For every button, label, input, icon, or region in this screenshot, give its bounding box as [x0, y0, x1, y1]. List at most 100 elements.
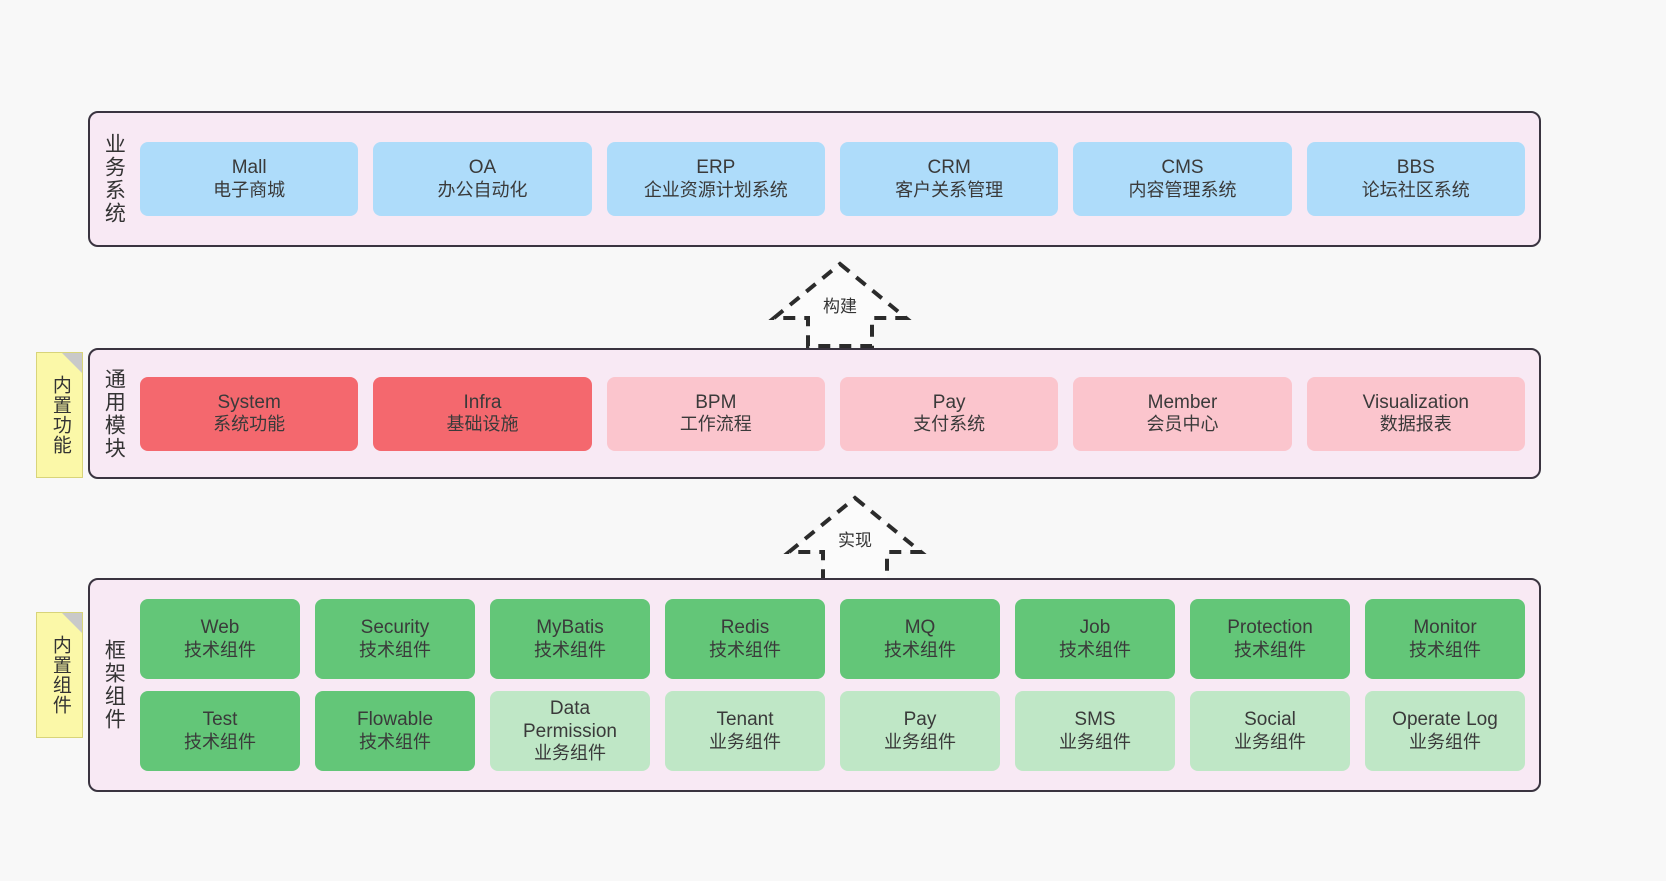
cell-title-cn: 客户关系管理: [895, 179, 1004, 200]
cell-title-cn: 基础设施: [446, 414, 519, 435]
cell-title-en: Mall: [231, 157, 267, 179]
cell-title-cn: 业务组件: [1059, 731, 1131, 752]
cell-title-en: Infra: [463, 391, 502, 413]
cell-title-en: Pay: [903, 709, 937, 731]
cell-title-en: MQ: [904, 617, 936, 639]
cell-title-cn: 业务组件: [1409, 731, 1481, 752]
cell-title-en: Pay: [932, 391, 966, 413]
cell-title-en: BBS: [1396, 157, 1435, 179]
cell-title-en: Social: [1244, 709, 1296, 731]
arrow-realize: 实现: [775, 492, 935, 584]
cell-title-cn: 业务组件: [709, 731, 781, 752]
cell-title-en: ERP: [696, 157, 736, 179]
cell-title-en: CMS: [1161, 157, 1204, 179]
cell-title-en: System: [217, 391, 281, 413]
cell-title-cn: 企业资源计划系统: [643, 179, 788, 200]
layer-title-business: 业务系统: [102, 133, 126, 225]
note-builtin-features: 内置功能: [36, 352, 83, 478]
cell-title-en: Monitor: [1413, 617, 1477, 639]
cell-title-en: OA: [468, 157, 497, 179]
cell-title-cn: 论坛社区系统: [1361, 179, 1470, 200]
arrow-build-label: 构建: [823, 297, 857, 316]
cell-title-en: Operate Log: [1392, 709, 1498, 731]
cell-title-en: Protection: [1227, 617, 1313, 639]
cell-title-en: Member: [1147, 391, 1218, 413]
cell-title-cn: 办公自动化: [437, 179, 528, 200]
arrow-realize-label: 实现: [838, 531, 872, 550]
cell-title-cn: 技术组件: [1234, 639, 1306, 660]
cell-title-cn: 电子商城: [213, 179, 286, 200]
cell-title-cn: 业务组件: [884, 731, 956, 752]
cell-title-cn: 技术组件: [1409, 639, 1481, 660]
cell-title-cn: 技术组件: [359, 639, 431, 660]
cell-title-en: Job: [1079, 617, 1111, 639]
cell-title-en: Test: [202, 709, 238, 731]
arrow-build-shape: [768, 261, 912, 348]
cell-title-en: Visualization: [1362, 391, 1469, 413]
cell-title-cn: 支付系统: [913, 414, 986, 435]
cell-title-en: SMS: [1074, 709, 1116, 731]
cell-title-en: Redis: [720, 617, 770, 639]
cell-title-en: Data Permission: [523, 697, 617, 743]
cell-title-en: Web: [200, 617, 240, 639]
cell-title-en: Tenant: [716, 709, 774, 731]
arrow-build: 构建: [760, 258, 920, 350]
cell-title-en: CRM: [927, 157, 971, 179]
cell-title-cn: 技术组件: [184, 731, 256, 752]
cell-title-cn: 技术组件: [884, 639, 956, 660]
cell-title-cn: 业务组件: [1234, 731, 1306, 752]
cell-title-cn: 系统功能: [213, 414, 286, 435]
cell-title-cn: 技术组件: [534, 639, 606, 660]
cell-title-en: BPM: [695, 391, 737, 413]
cell-title-cn: 技术组件: [359, 731, 431, 752]
cell-title-cn: 业务组件: [534, 743, 606, 764]
cell-title-en: MyBatis: [536, 617, 604, 639]
cell-title-cn: 工作流程: [679, 414, 752, 435]
layer-title-framework: 框架组件: [102, 639, 126, 731]
layer-title-modules: 通用模块: [102, 367, 126, 460]
cell-title-en: Security: [360, 617, 430, 639]
cell-title-en: Flowable: [356, 709, 434, 731]
cell-title-cn: 技术组件: [184, 639, 256, 660]
cell-title-cn: 技术组件: [1059, 639, 1131, 660]
